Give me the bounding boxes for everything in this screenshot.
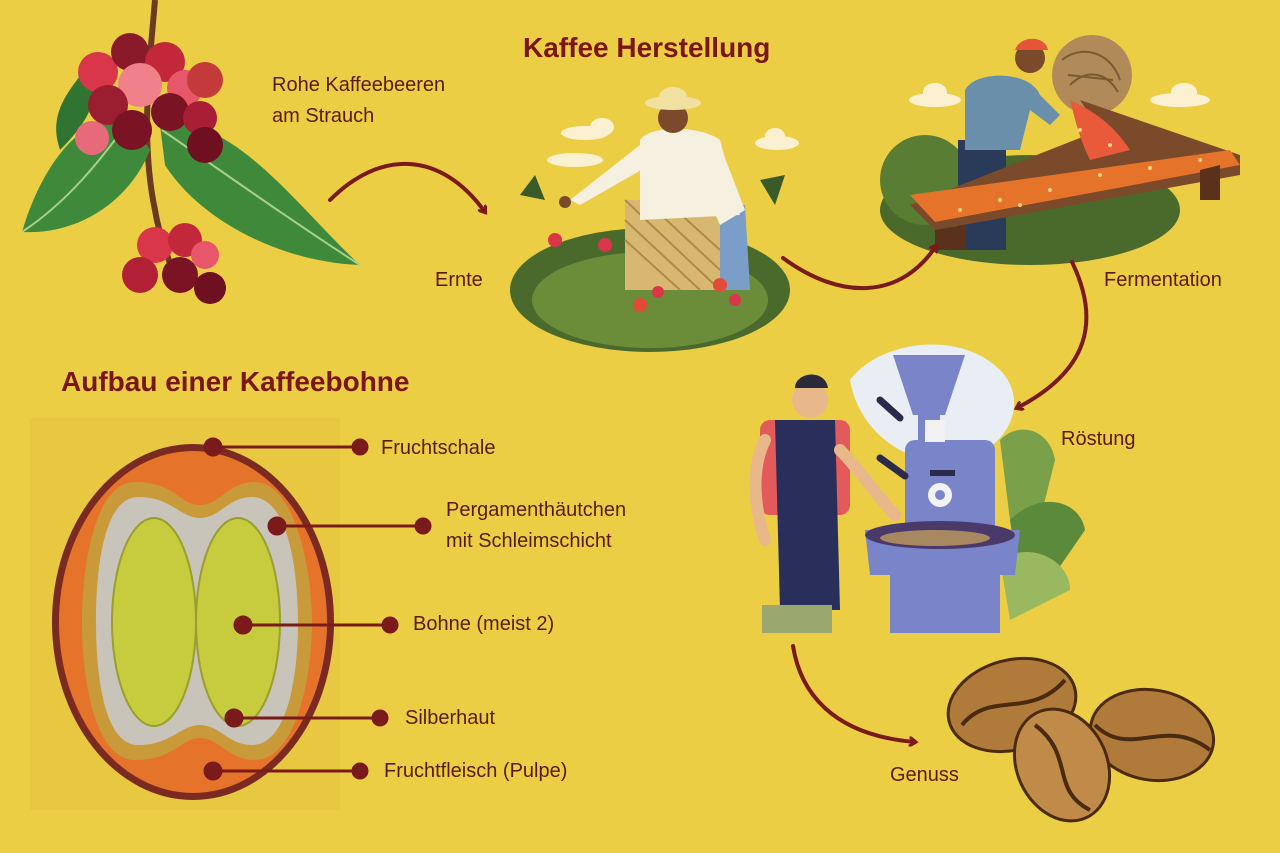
step-label-roasting: Röstung xyxy=(1061,428,1136,450)
step-label-fermentation: Fermentation xyxy=(1104,269,1222,291)
arrow-cherries-to-harvest xyxy=(328,161,485,212)
leader-lines xyxy=(203,437,432,781)
bean-left xyxy=(111,517,197,727)
step-label-harvest: Ernte xyxy=(435,269,483,291)
coffee-cherry-branch-icon xyxy=(21,0,361,304)
arrow-harvest-to-fermentation xyxy=(781,246,936,290)
harvest-worker-icon xyxy=(510,87,799,352)
bean-label-fruit-skin: Fruchtschale xyxy=(381,437,496,459)
process-arrows xyxy=(328,161,1089,742)
fermentation-worker-icon xyxy=(880,35,1240,265)
main-title: Kaffee Herstellung xyxy=(523,32,771,63)
bean-label-parchment: Pergamenthäutchen mit Schleimschicht xyxy=(446,499,627,552)
arrow-fermentation-to-roasting xyxy=(1017,260,1089,408)
bean-section-title: Aufbau einer Kaffeebohne xyxy=(61,366,410,397)
step-label-raw-cherries: Rohe Kaffeebeeren am Strauch xyxy=(272,74,446,127)
step-label-enjoyment: Genuss xyxy=(890,764,959,786)
bean-cross-section xyxy=(30,418,340,810)
arrow-roasting-to-enjoyment xyxy=(791,644,915,742)
bean-label-bean: Bohne (meist 2) xyxy=(413,613,555,635)
bean-label-pulp: Fruchtfleisch (Pulpe) xyxy=(384,760,568,782)
roasted-beans-icon xyxy=(946,656,1216,823)
bean-label-silverskin: Silberhaut xyxy=(405,707,496,729)
roaster-man-icon xyxy=(749,344,1085,633)
